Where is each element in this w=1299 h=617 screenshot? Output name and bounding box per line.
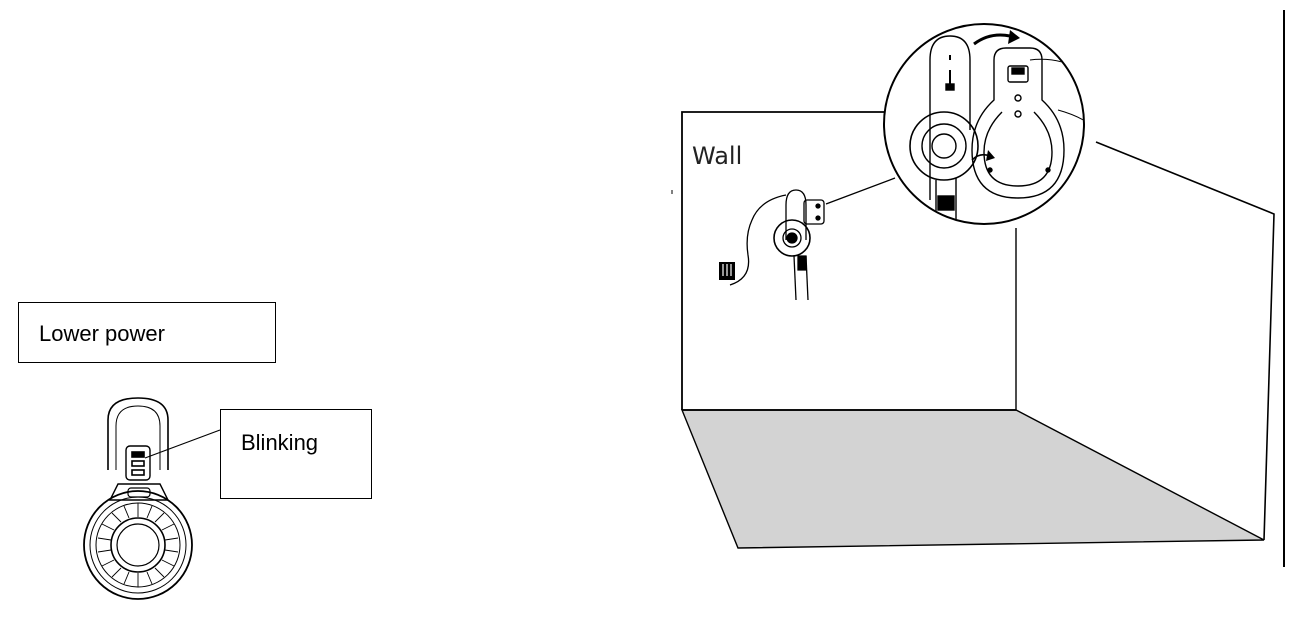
charger-plug-icon (719, 262, 735, 280)
rotate-arrow-icon (971, 30, 1020, 161)
vacuum-handle-icon (83, 397, 193, 600)
lower-power-text: Lower power (39, 321, 165, 346)
side-wall-outline (1095, 141, 1275, 541)
zoom-handle-icon (929, 35, 971, 200)
leader-line (144, 429, 221, 459)
blinking-text: Blinking (241, 430, 319, 455)
mounted-vacuum-icon (729, 189, 825, 301)
wall-label: Wall (692, 142, 742, 170)
zoom-detail-circle (883, 23, 1085, 225)
zoom-connector-line (825, 177, 896, 205)
wall-mount-bracket-icon (971, 47, 1065, 199)
lower-power-label-box: Lower power (18, 302, 276, 363)
wall-outline (681, 111, 890, 410)
blinking-label-box: Blinking (220, 409, 372, 499)
floor-area (680, 409, 1265, 549)
